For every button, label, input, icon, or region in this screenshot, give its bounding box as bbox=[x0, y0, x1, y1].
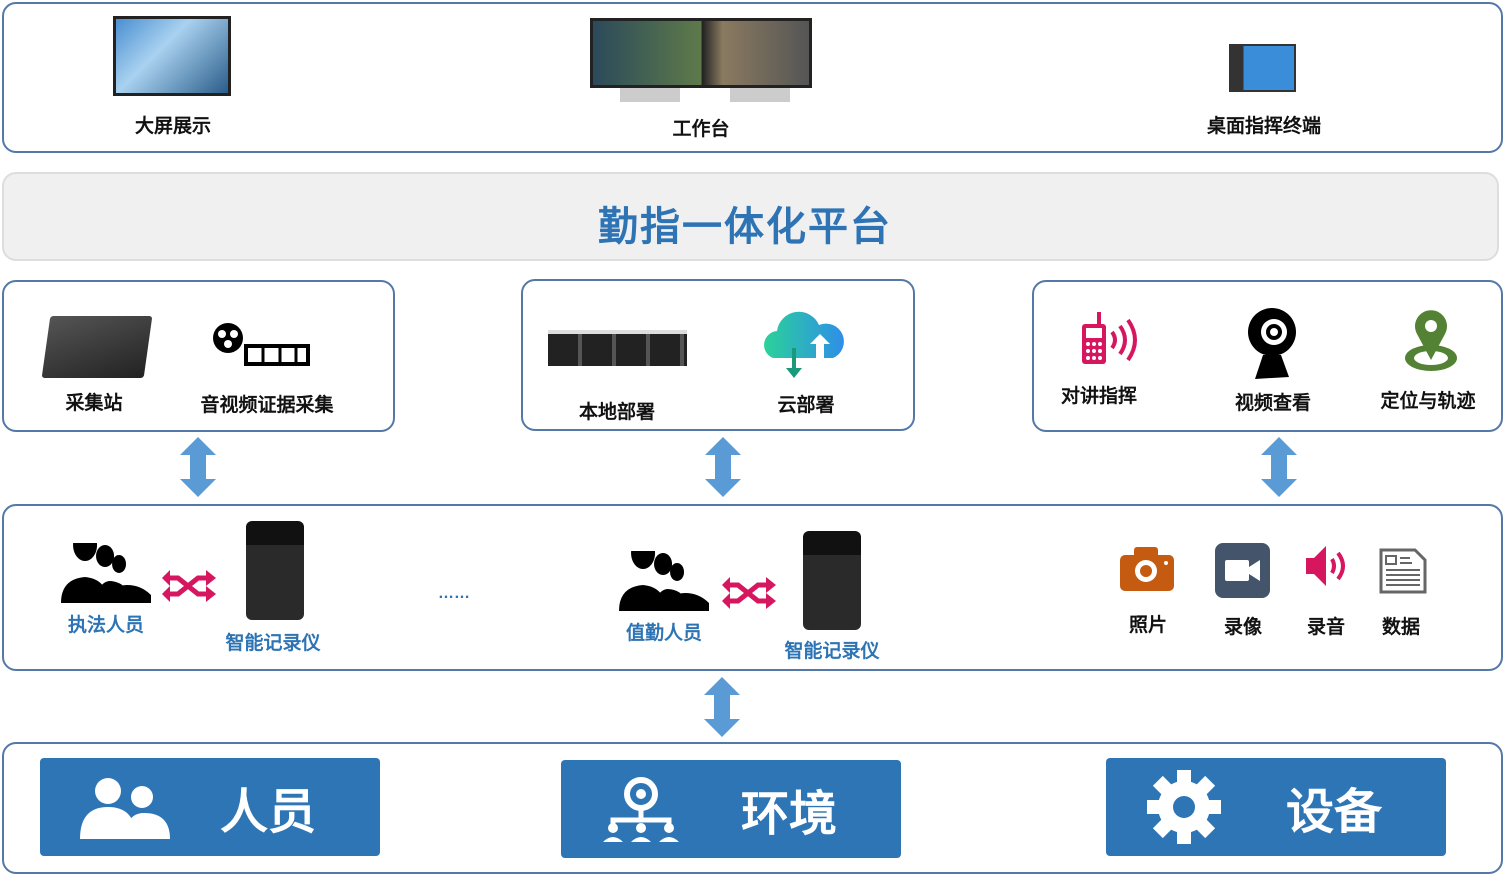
device-label: 智能记录仪 bbox=[225, 633, 321, 654]
person-label: 值勤人员 bbox=[625, 623, 703, 644]
video-wall-image bbox=[113, 16, 231, 96]
video-camera-icon bbox=[1215, 543, 1270, 598]
camera-icon bbox=[1120, 547, 1174, 591]
document-icon bbox=[1379, 548, 1427, 594]
platform-bar bbox=[2, 172, 1499, 261]
body-camera-image bbox=[803, 531, 861, 630]
collection-station-image bbox=[41, 316, 153, 378]
function-label: 对讲指挥 bbox=[1060, 386, 1138, 407]
ellipsis-text: …… bbox=[438, 585, 470, 602]
media-label: 数据 bbox=[1381, 617, 1421, 638]
element-personnel: 人员 bbox=[40, 758, 380, 856]
media-label: 录音 bbox=[1306, 617, 1346, 638]
collection-label: 音视频证据采集 bbox=[200, 395, 334, 416]
media-label: 照片 bbox=[1128, 615, 1168, 636]
bidirectional-arrow-icon bbox=[705, 437, 741, 497]
server-image bbox=[548, 330, 687, 366]
bidirectional-arrow-icon bbox=[1261, 437, 1297, 497]
monitor-stands bbox=[620, 88, 790, 102]
swap-arrows-icon bbox=[162, 570, 216, 602]
media-label: 录像 bbox=[1223, 617, 1263, 638]
users-icon bbox=[80, 778, 170, 839]
people-group-icon bbox=[619, 551, 709, 611]
desktop-terminal-image bbox=[1229, 44, 1296, 92]
element-environment: 环境 bbox=[561, 760, 901, 858]
platform-title: 勤指一体化平台 bbox=[598, 205, 892, 249]
device-label: 智能记录仪 bbox=[784, 641, 880, 662]
element-label: 环境 bbox=[741, 788, 838, 841]
terminal-label: 工作台 bbox=[672, 119, 730, 140]
element-label: 设备 bbox=[1286, 786, 1383, 839]
bidirectional-arrow-icon bbox=[704, 677, 740, 737]
body-camera-image bbox=[246, 521, 304, 620]
walkie-talkie-icon bbox=[1082, 312, 1137, 364]
element-label: 人员 bbox=[220, 786, 317, 839]
people-group-icon bbox=[61, 543, 151, 603]
cloud-upload-icon bbox=[764, 311, 844, 378]
element-equipment: 设备 bbox=[1106, 758, 1446, 856]
location-pin-icon bbox=[1405, 310, 1457, 371]
speaker-icon bbox=[1306, 546, 1345, 586]
workstation-image bbox=[590, 18, 812, 88]
gear-icon bbox=[1147, 770, 1221, 844]
deployment-label: 本地部署 bbox=[578, 402, 656, 423]
network-person-icon bbox=[603, 777, 679, 842]
webcam-icon bbox=[1248, 308, 1296, 379]
terminal-label: 桌面指挥终端 bbox=[1206, 116, 1322, 137]
film-reel-icon bbox=[213, 323, 310, 366]
function-label: 定位与轨迹 bbox=[1380, 391, 1476, 412]
bidirectional-arrow-icon bbox=[180, 437, 216, 497]
deployment-label: 云部署 bbox=[777, 395, 835, 416]
person-label: 执法人员 bbox=[67, 615, 145, 636]
function-label: 视频查看 bbox=[1234, 393, 1312, 414]
collection-label: 采集站 bbox=[65, 393, 123, 414]
swap-arrows-icon bbox=[722, 577, 776, 609]
terminal-label: 大屏展示 bbox=[134, 116, 212, 137]
